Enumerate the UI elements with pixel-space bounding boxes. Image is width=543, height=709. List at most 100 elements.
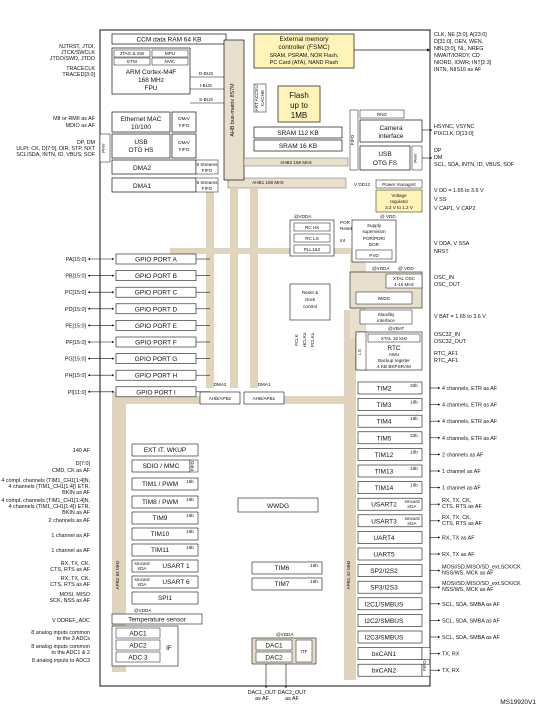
- xtal-at-vdd: @ VDD: [398, 266, 414, 271]
- eth-dma-l1: DMA/: [178, 116, 190, 121]
- eth-dma: [171, 111, 197, 133]
- temp-sensor: [111, 613, 203, 625]
- jtag-box: [113, 49, 151, 58]
- usart6-label: USART 6: [162, 579, 190, 586]
- apb1-signal: RX, TX as AF: [442, 535, 475, 541]
- gpio-pins-label: PA[15:0]: [66, 257, 87, 263]
- ahb2-peripherals: FIFO RNG Camera interface USB OTG FS PHY…: [349, 109, 515, 171]
- clk-pclk: PCLKx: [310, 332, 315, 347]
- apb1-block: [357, 614, 423, 627]
- supply-l2: supervision: [362, 229, 386, 234]
- apb1-block: [357, 531, 423, 544]
- art-l1: ART ACCEL/: [254, 84, 259, 111]
- gpio-port-label: GPIO PORT A: [135, 257, 177, 264]
- xtal-osc-l1: XTAL OSC: [393, 276, 416, 281]
- apb1-block: [357, 414, 423, 428]
- apb1-block-tag: 16b: [410, 416, 418, 421]
- apb1-block-tag: 16b: [410, 483, 418, 488]
- sig-nrst: NRST: [434, 249, 449, 255]
- usart6-irda: irDA: [138, 582, 148, 587]
- apb1-block: [357, 564, 423, 577]
- usbhs-l1: USB: [134, 139, 147, 146]
- apb1-signal: SCL, SDA, SMBA as AF: [442, 602, 501, 608]
- sig-tim1-c: BKIN as AF: [62, 490, 91, 496]
- gpio-port-label: GPIO PORT I: [136, 389, 176, 396]
- apb1-block-label: USART2: [371, 502, 397, 509]
- core-block: CCM data RAM 64 KB JTAG & SW MPU ETM NVI…: [111, 33, 228, 105]
- usbfs-l1: USB: [378, 151, 391, 158]
- ahb1-label: AHB1 168 MHz: [252, 180, 284, 185]
- usbhs-dma: [171, 133, 197, 159]
- apb1-block-label: SP3/I2S3: [370, 585, 398, 592]
- apb1-block-tag: 16b: [410, 400, 418, 405]
- ethernet-mac: [111, 111, 171, 133]
- gpio-track: [170, 248, 370, 254]
- dac2-label: DAC2: [265, 655, 283, 662]
- apb1-block-label: bxCAN2: [372, 668, 397, 675]
- apb1-block-label: bxCAN1: [372, 651, 397, 658]
- voltage-regulator: [375, 189, 423, 213]
- apb1-block: [357, 481, 423, 494]
- xtal-osc: [385, 273, 423, 289]
- fsmc-l1: External memory: [279, 36, 329, 43]
- apb-track-2: [230, 188, 238, 388]
- signal-njtrst: NJTRST, JTDI,: [59, 44, 95, 50]
- usart1-irda: irDA: [138, 566, 148, 571]
- sram-16-label: SRAM 16 KB: [279, 143, 317, 150]
- adc1: [115, 627, 161, 639]
- gpio-port-label: GPIO PORT F: [135, 340, 177, 347]
- ibus-label: I-BUS: [200, 83, 212, 88]
- pll: [293, 244, 331, 254]
- apb1-block: [357, 547, 423, 561]
- apb2-track: [112, 392, 126, 672]
- adc-at-vdda: @VDDA: [134, 608, 152, 613]
- rcc-l3: control: [303, 304, 317, 309]
- sig-usart6-b: CTS, RTS as AF: [50, 582, 90, 588]
- ahb-matrix: [223, 39, 245, 181]
- rc-ls: [293, 233, 331, 243]
- rtc-ls: [355, 331, 367, 371]
- iwdg: [355, 291, 413, 305]
- can-fifo: [421, 647, 431, 660]
- dbus-label: D-BUS: [199, 71, 213, 76]
- etm-box: [113, 57, 151, 66]
- standby-l2: interface: [377, 318, 395, 323]
- art-l2: CACHE: [260, 90, 265, 106]
- tim8-label: TIM8 / PWM: [142, 499, 178, 506]
- dac2-out-l2: as AF: [285, 696, 299, 702]
- tim11: [131, 543, 199, 557]
- rtc-bkpsram: 4 KB BKPSRAM: [377, 364, 411, 369]
- sig-rtc-af1: RTC_AF1: [434, 351, 458, 357]
- sig-osc32-out: OSC32_OUT: [434, 339, 467, 345]
- int-label: Int: [340, 238, 346, 243]
- usb-otg-hs: [111, 133, 171, 159]
- bridge-dma2-label: DMA2: [214, 382, 227, 387]
- gpio-pins-label: PH[15:0]: [65, 373, 86, 379]
- dac-itf: [295, 639, 313, 663]
- dac2-out-l1: DAC2_OUT: [278, 690, 307, 696]
- apb1-signal: TX, RX: [442, 668, 460, 674]
- apb2-bridge-track: [126, 396, 216, 404]
- wwdg-label: WWDG: [267, 503, 289, 510]
- spi1: [131, 591, 199, 605]
- apb1-block-label: TIM4: [377, 419, 392, 426]
- fsmc-block: [253, 33, 355, 69]
- apb1-block: [357, 497, 423, 511]
- dac1: [255, 639, 293, 651]
- ahb2-bus: [243, 157, 349, 167]
- power-clock: V DD12 Power managmt Voltage regulator 3…: [289, 179, 486, 371]
- dma2-fifo: [195, 159, 219, 175]
- dma1-label: DMA1: [133, 183, 151, 190]
- usart6-smcard: smcard: [134, 577, 150, 582]
- usb-otg-fs: [359, 145, 411, 171]
- tim9: [131, 511, 199, 525]
- bridge1-label: AHB/APB1: [253, 396, 276, 401]
- sig-spi1-a: MOSI, MISO: [59, 592, 90, 598]
- signal-mii: MII or RMII as AF: [53, 116, 96, 122]
- apb1-signal: 2 channels as AF: [442, 452, 484, 458]
- apb1-block-label: SP2/I2S2: [370, 568, 398, 575]
- dma1: [111, 177, 197, 193]
- gpio-port-label: GPIO PORT G: [135, 356, 178, 363]
- vreg-l1: Voltage: [391, 193, 407, 198]
- power-mgmt-label: Power managmt: [382, 182, 416, 187]
